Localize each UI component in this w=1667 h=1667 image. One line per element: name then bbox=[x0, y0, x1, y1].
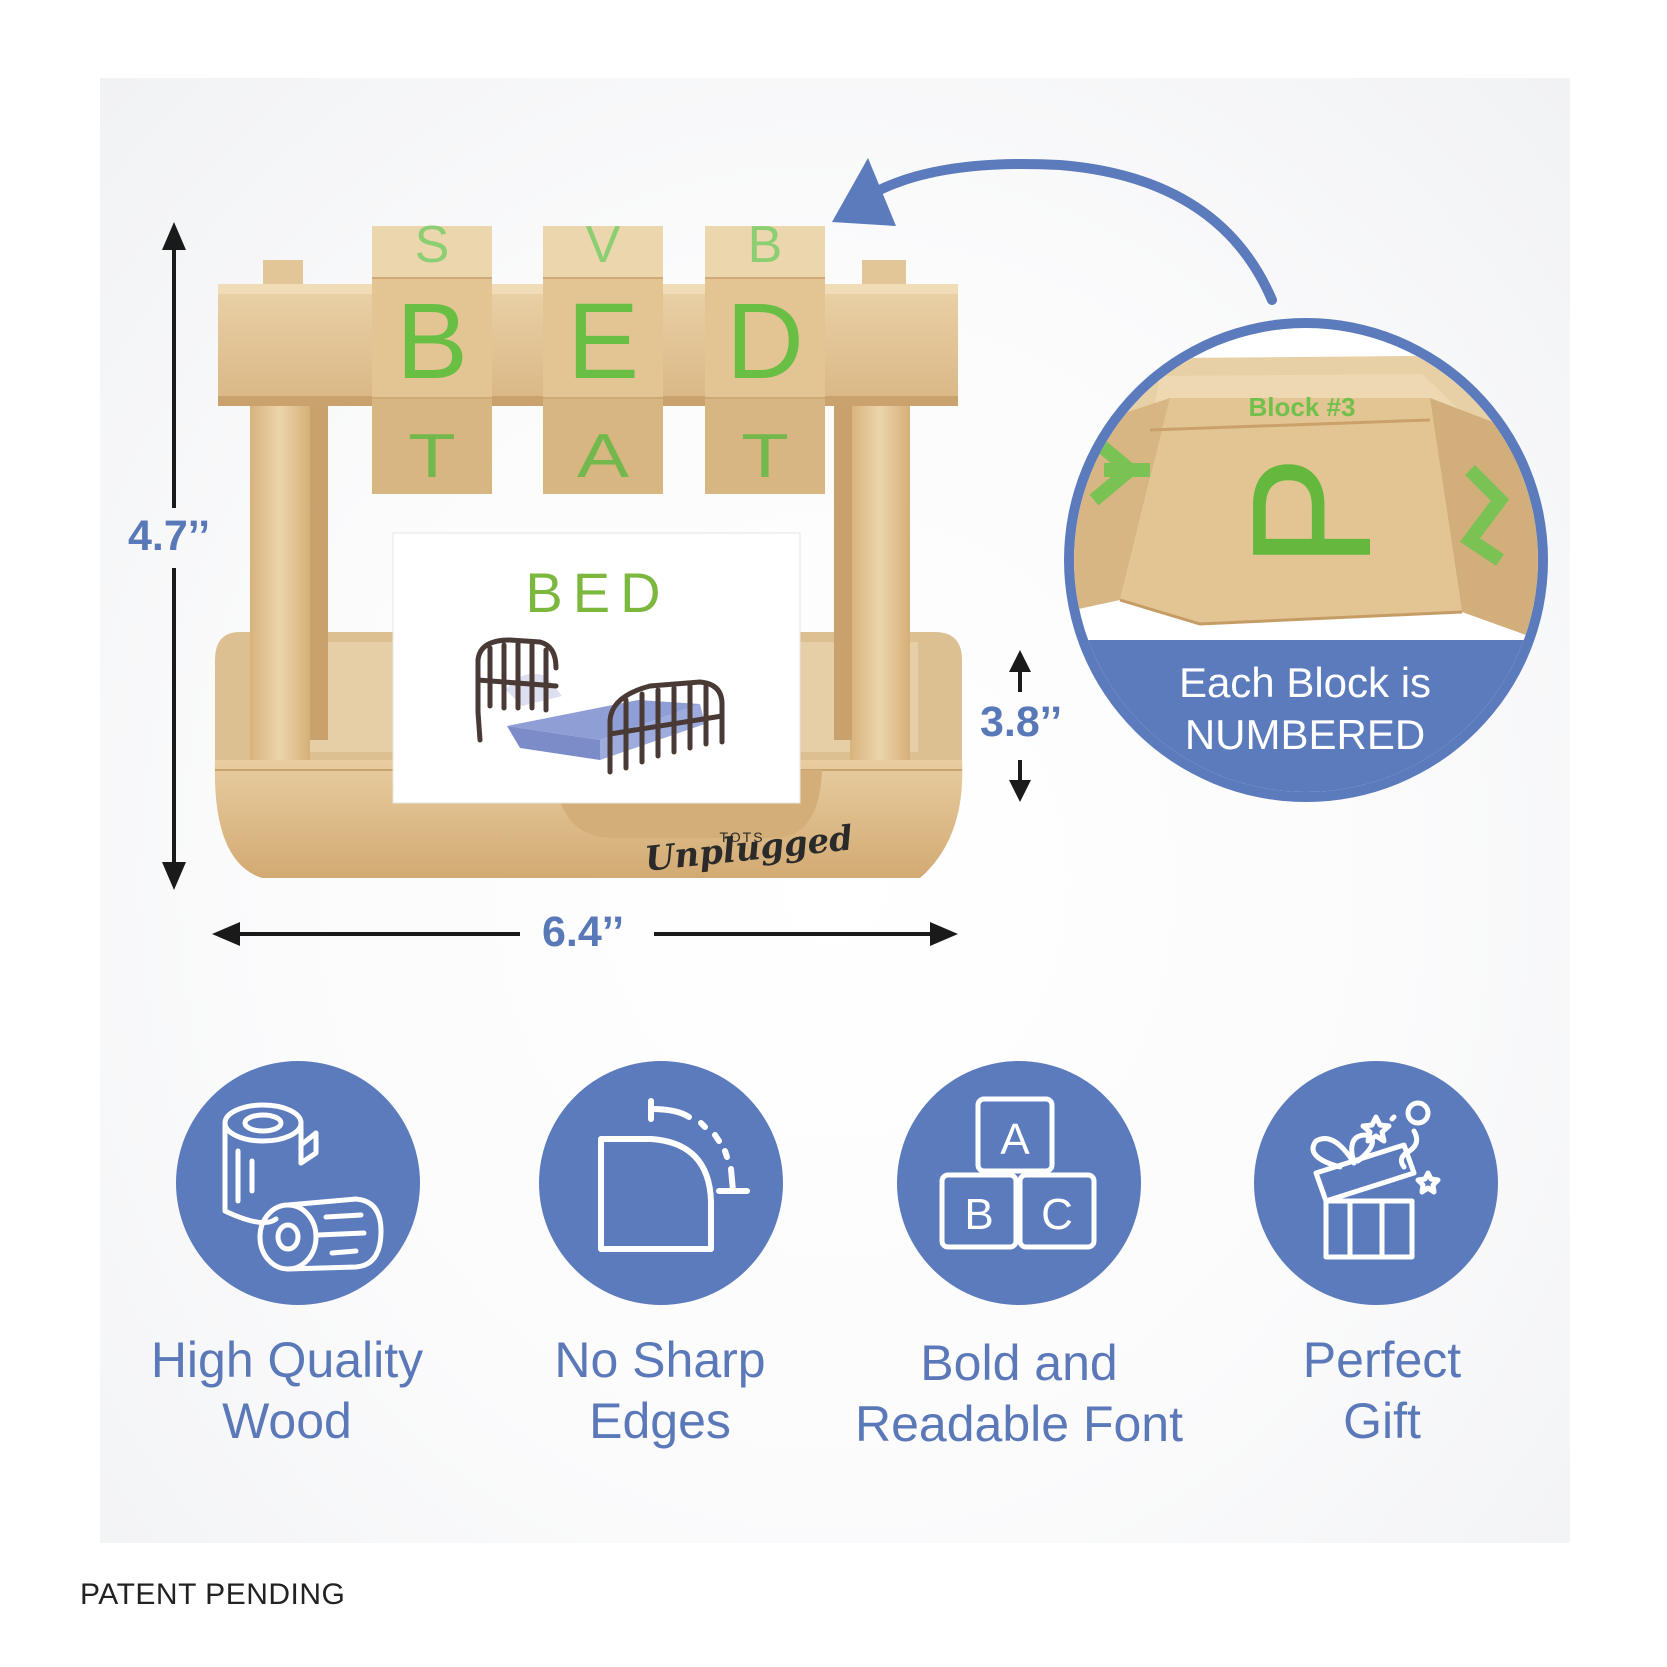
rounded-edge-icon bbox=[598, 1098, 750, 1252]
pointer-arrow bbox=[832, 158, 1277, 305]
height-dimension: 4.7’’ bbox=[128, 512, 211, 560]
abc-blocks-icon: A B C bbox=[939, 1096, 1097, 1250]
feature-label-line: Gift bbox=[1343, 1393, 1421, 1449]
gift-box-icon bbox=[1310, 1100, 1441, 1260]
feature-circle-wood bbox=[176, 1061, 420, 1305]
width-dimension: 6.4’’ bbox=[542, 908, 625, 956]
zoom-block-letter: P bbox=[1217, 455, 1407, 568]
feature-label-gift: Perfect Gift bbox=[1212, 1330, 1552, 1452]
abc-letter-c: C bbox=[1041, 1190, 1073, 1239]
feature-label-wood: High Quality Wood bbox=[117, 1330, 457, 1452]
zoom-circle: Block #3 P bbox=[1064, 318, 1548, 802]
feature-label-edges: No Sharp Edges bbox=[490, 1330, 830, 1452]
brand-small: TOTS bbox=[719, 829, 764, 845]
block-front-letter: B bbox=[396, 280, 468, 401]
patent-notice: PATENT PENDING bbox=[80, 1578, 346, 1611]
feature-circle-gift bbox=[1254, 1061, 1498, 1305]
tray-height-dimension: 3.8’’ bbox=[980, 698, 1063, 746]
block-top-letter: S bbox=[415, 216, 450, 274]
letter-blocks bbox=[372, 226, 825, 494]
block-bottom-letter: A bbox=[577, 420, 629, 490]
card-word: BED bbox=[525, 561, 670, 624]
block-bottom-letter: T bbox=[741, 420, 789, 490]
feature-label-line: Bold and bbox=[920, 1335, 1118, 1391]
zoom-caption-line2: NUMBERED bbox=[1184, 711, 1426, 758]
dimension-arrows bbox=[162, 222, 1031, 946]
feature-label-line: Edges bbox=[589, 1393, 731, 1449]
word-card: BED bbox=[392, 532, 801, 804]
feature-label-line: Perfect bbox=[1302, 1332, 1462, 1388]
feature-label-line: Readable Font bbox=[854, 1396, 1183, 1452]
abc-letter-a: A bbox=[1000, 1115, 1030, 1164]
bed-illustration bbox=[475, 637, 725, 775]
block-front-letter: D bbox=[726, 280, 804, 401]
block-number-label: Block #3 bbox=[1249, 392, 1356, 422]
block-top-letter: B bbox=[748, 216, 783, 274]
block-bottom-letter: T bbox=[408, 420, 456, 490]
feature-circle-font: A B C bbox=[897, 1061, 1141, 1305]
feature-circle-edges bbox=[539, 1061, 783, 1305]
wood-logs-icon bbox=[222, 1102, 384, 1272]
block-top-letter: V bbox=[586, 216, 621, 274]
feature-label-line: High Quality bbox=[150, 1332, 424, 1388]
feature-label-font: Bold and Readable Font bbox=[849, 1333, 1189, 1455]
block-front-letter: E bbox=[567, 280, 639, 401]
zoom-caption-line1: Each Block is bbox=[1178, 659, 1432, 706]
feature-label-line: Wood bbox=[222, 1393, 352, 1449]
feature-label-line: No Sharp bbox=[554, 1332, 766, 1388]
abc-letter-b: B bbox=[964, 1190, 993, 1239]
